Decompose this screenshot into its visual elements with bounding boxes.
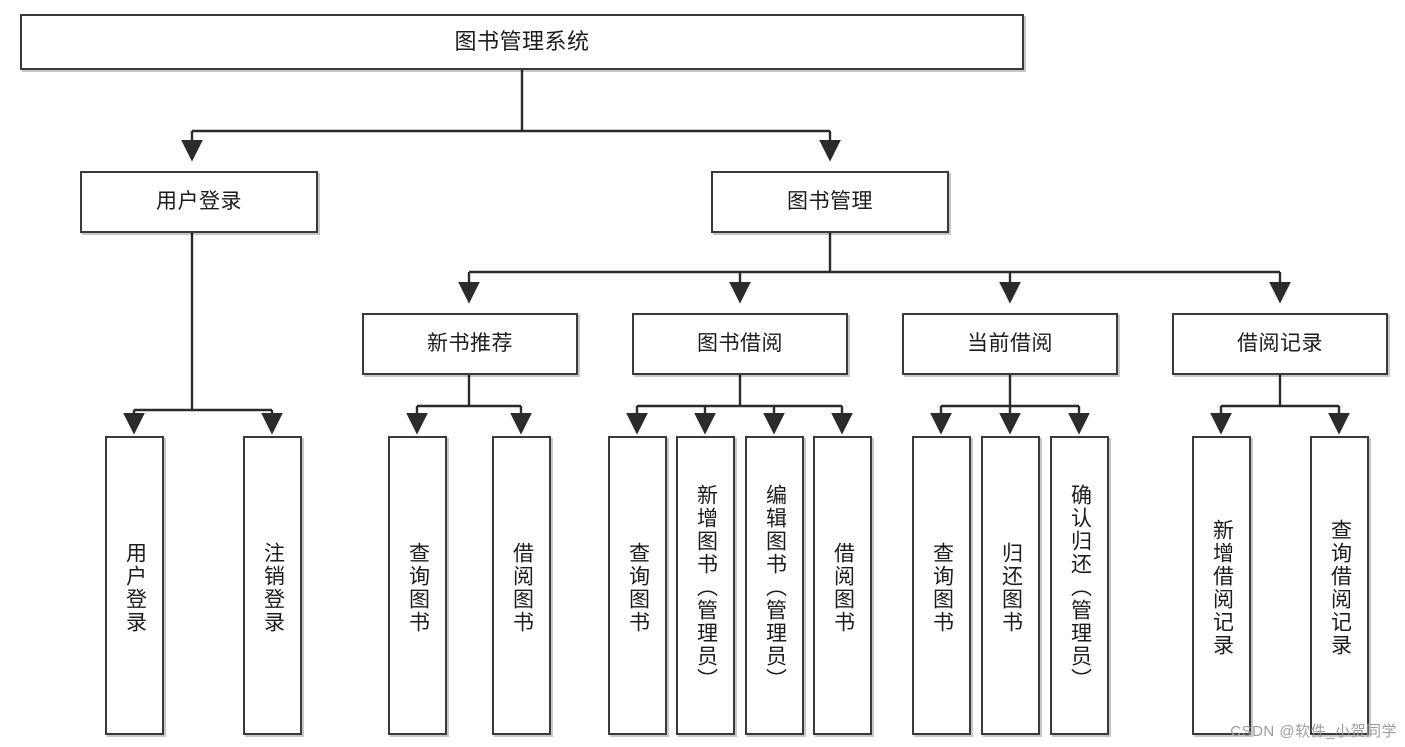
node-leaf-add-borrow-record-label: 新增借阅记录 [1210,518,1234,657]
node-leaf-edit-book-admin[interactable]: 编辑图书（管理员） [745,436,804,735]
node-leaf-add-borrow-record[interactable]: 新增借阅记录 [1192,436,1251,735]
node-leaf-query-borrow-record-label: 查询借阅记录 [1328,518,1352,657]
watermark-text: CSDN @软件_小贺同学 [1230,723,1397,740]
node-current-borrow[interactable]: 当前借阅 [902,313,1118,375]
node-borrow-record[interactable]: 借阅记录 [1172,313,1388,375]
node-leaf-return-book-label: 归还图书 [999,541,1023,634]
node-leaf-confirm-return-admin[interactable]: 确认归还（管理员） [1050,436,1109,735]
node-leaf-borrow-book-1[interactable]: 借阅图书 [492,436,551,735]
node-leaf-query-book-1-label: 查询图书 [406,541,430,634]
node-leaf-add-book-admin-label: 新增图书（管理员） [694,484,718,691]
node-book-borrow[interactable]: 图书借阅 [632,313,848,375]
node-leaf-borrow-book-1-label: 借阅图书 [510,541,534,634]
node-leaf-query-book-1[interactable]: 查询图书 [388,436,447,735]
node-leaf-return-book[interactable]: 归还图书 [981,436,1040,735]
node-leaf-user-login[interactable]: 用户登录 [105,436,164,735]
node-current-borrow-label: 当前借阅 [967,331,1053,355]
node-leaf-query-book-2-label: 查询图书 [626,541,650,634]
node-user-login[interactable]: 用户登录 [80,171,318,233]
node-leaf-add-book-admin[interactable]: 新增图书（管理员） [676,436,735,735]
node-root-label: 图书管理系统 [454,29,590,55]
node-new-book-recommend[interactable]: 新书推荐 [362,313,578,375]
node-leaf-logout-login-label: 注销登录 [261,541,285,634]
node-book-management[interactable]: 图书管理 [711,171,949,233]
node-book-borrow-label: 图书借阅 [697,331,783,355]
node-leaf-query-borrow-record[interactable]: 查询借阅记录 [1310,436,1369,735]
node-user-login-label: 用户登录 [156,189,242,213]
node-leaf-logout-login[interactable]: 注销登录 [243,436,302,735]
node-leaf-query-book-2[interactable]: 查询图书 [608,436,667,735]
node-leaf-confirm-return-admin-label: 确认归还（管理员） [1068,484,1092,691]
node-leaf-query-book-3[interactable]: 查询图书 [912,436,971,735]
node-leaf-user-login-label: 用户登录 [123,541,147,634]
node-book-management-label: 图书管理 [787,189,873,213]
node-new-book-recommend-label: 新书推荐 [427,331,513,355]
node-leaf-borrow-book-2-label: 借阅图书 [831,541,855,634]
node-leaf-edit-book-admin-label: 编辑图书（管理员） [763,484,787,691]
node-borrow-record-label: 借阅记录 [1237,331,1323,355]
node-root[interactable]: 图书管理系统 [20,14,1024,70]
node-leaf-query-book-3-label: 查询图书 [930,541,954,634]
node-leaf-borrow-book-2[interactable]: 借阅图书 [813,436,872,735]
